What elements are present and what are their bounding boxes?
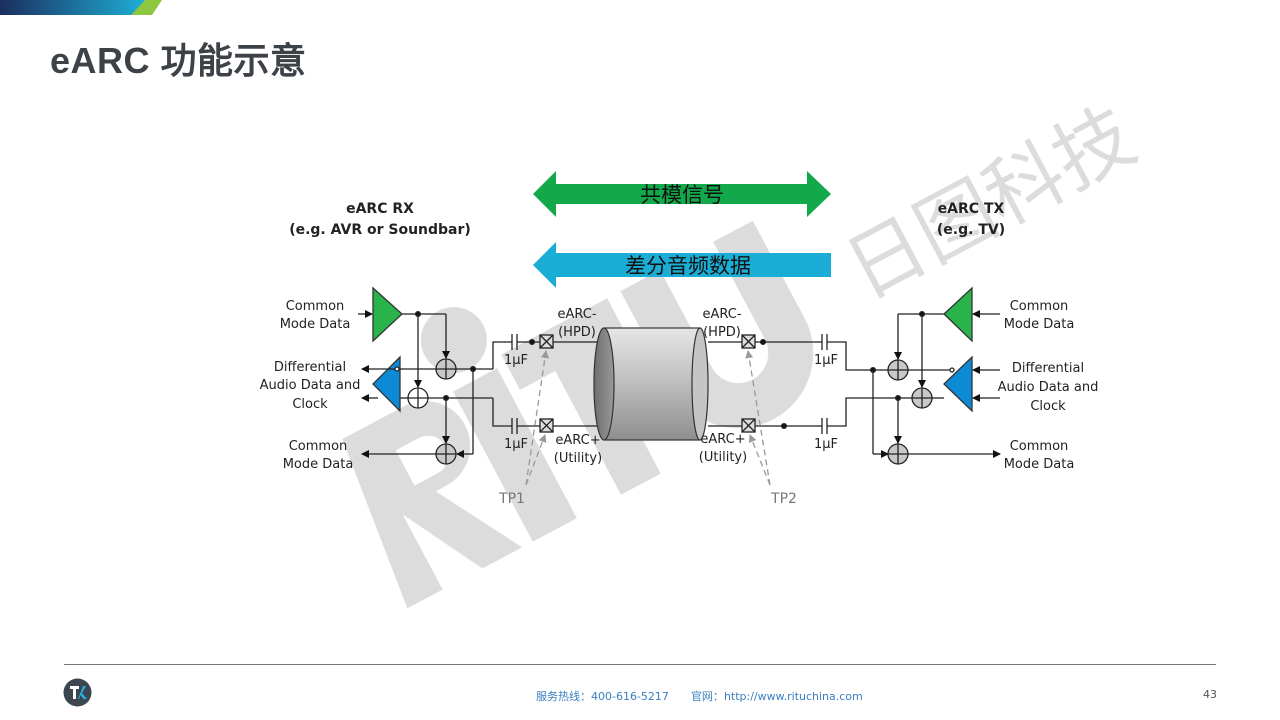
rx-earc-plus-label-2: (Utility) (554, 451, 602, 466)
differential-arrow-label: 差分音频数据 (625, 254, 751, 278)
website-link[interactable]: http://www.rituchina.com (723, 690, 863, 703)
tx-earc-minus-label-2: (HPD) (703, 325, 741, 340)
tx-subtitle: (e.g. TV) (937, 222, 1005, 238)
tx-common-in-label-2: Mode Data (1004, 317, 1075, 332)
rx-diff-label-1: Differential (274, 360, 346, 375)
footer-contact: 服务热线：400-616-5217 官网：http://www.rituchina… (536, 688, 863, 704)
rx-cap-top-label: 1µF (504, 353, 528, 368)
rx-earc-minus-label-1: eARC- (557, 307, 596, 322)
tx-circuit (708, 286, 1001, 465)
tp1-label: TP1 (498, 491, 525, 507)
rx-earc-plus-label-1: eARC+ (555, 433, 600, 448)
rx-diff-label-2: Audio Data and (260, 378, 361, 393)
cable (593, 327, 709, 441)
tx-earc-minus-label-1: eARC- (702, 307, 741, 322)
common-mode-arrow-label: 共模信号 (640, 183, 724, 207)
rx-common-out-label-2: Mode Data (283, 457, 354, 472)
tx-earc-plus-label-2: (Utility) (699, 450, 747, 465)
rx-subtitle: (e.g. AVR or Soundbar) (289, 222, 471, 238)
tp2-label: TP2 (770, 491, 797, 507)
watermark: 日图科技 (342, 91, 1149, 609)
rx-common-in-label-1: Common (286, 299, 345, 314)
tx-title: eARC TX (938, 201, 1005, 217)
page-number: 43 (1203, 688, 1217, 701)
website-label: 官网： (690, 690, 724, 703)
rx-common-in-label-2: Mode Data (280, 317, 351, 332)
tx-cap-top-label: 1µF (814, 353, 838, 368)
tx-diff-label-3: Clock (1030, 399, 1066, 414)
rx-diff-label-3: Clock (292, 397, 328, 412)
tx-diff-label-2: Audio Data and (998, 380, 1099, 395)
differential-arrow: 差分音频数据 (533, 242, 831, 288)
rx-title: eARC RX (346, 201, 414, 217)
tx-common-out-label-1: Common (1010, 439, 1069, 454)
rx-earc-minus-label-2: (HPD) (558, 325, 596, 340)
tx-common-in-label-1: Common (1010, 299, 1069, 314)
hotline-number: 400-616-5217 (591, 690, 669, 703)
test-point-arrows (525, 350, 771, 486)
top-accent-bar (0, 0, 162, 15)
common-mode-arrow: 共模信号 (533, 171, 831, 217)
tx-common-out-label-2: Mode Data (1004, 457, 1075, 472)
tx-diff-label-1: Differential (1012, 361, 1084, 376)
company-logo-icon (63, 678, 92, 707)
hotline-label: 服务热线： (536, 690, 591, 703)
page-title: eARC 功能示意 (50, 40, 307, 81)
tx-earc-plus-label-1: eARC+ (700, 432, 745, 447)
footer-divider (64, 664, 1216, 665)
rx-common-out-label-1: Common (289, 439, 348, 454)
rx-cap-bottom-label: 1µF (504, 437, 528, 452)
tx-cap-bottom-label: 1µF (814, 437, 838, 452)
rx-circuit (358, 286, 600, 465)
